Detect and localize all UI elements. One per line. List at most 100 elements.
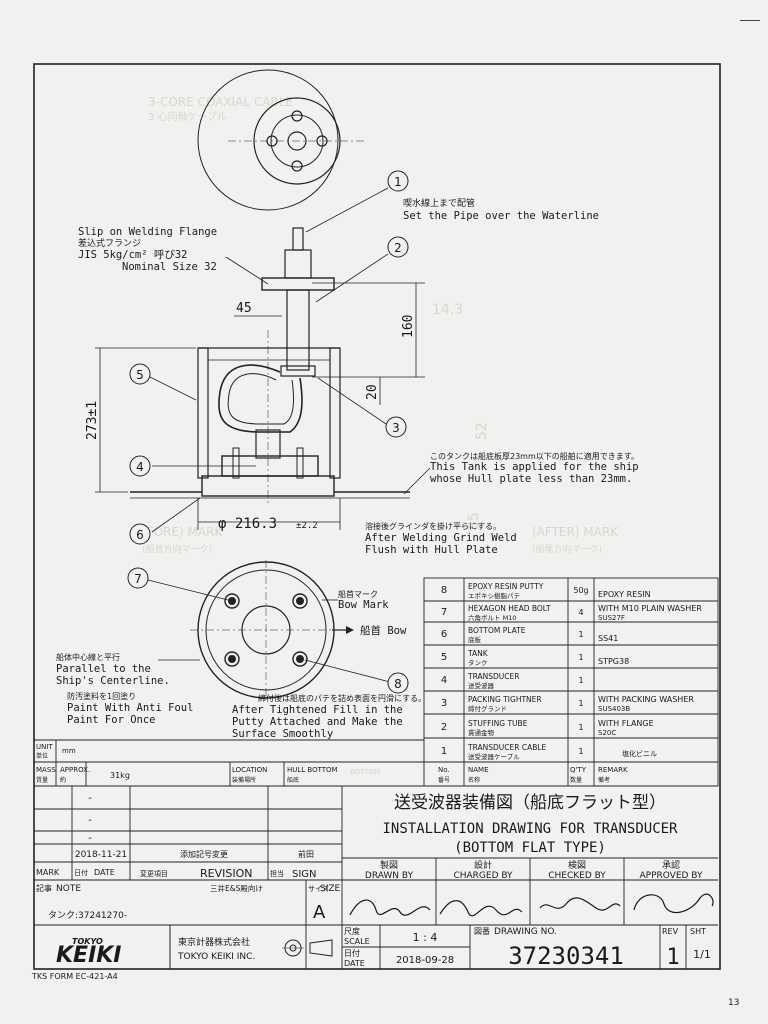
size-label-jp: サイズ <box>308 884 329 893</box>
parts-row-name-jp: 送受波器ケーブル <box>468 752 520 761</box>
dim-20: 20 <box>365 384 380 400</box>
parts-header-remark-jp: 備考 <box>598 776 610 784</box>
unit-mass-location-table: UNIT 単位 mm MASS 質量 APPROX. 約 31kg LOCATI… <box>34 739 718 787</box>
parts-row-name-jp: 貫通金物 <box>468 728 495 737</box>
rev-header-sign: SIGN <box>292 869 317 880</box>
revision-item: 添加記号変更 <box>180 849 228 859</box>
approval-approved-jp: 承認 <box>662 859 680 871</box>
note-label-jp: 記事 <box>36 883 52 893</box>
parts-row-name: TANK <box>467 649 489 658</box>
balloon-7-label: 7 <box>134 572 142 586</box>
unit-label-jp: 単位 <box>36 752 48 760</box>
revision-sign: 前田 <box>298 849 314 859</box>
note-flange-jis: JIS 5kg/cm² 呼び32 <box>78 249 188 261</box>
flange-top-view <box>197 69 366 211</box>
parts-row-name-jp: 送受波器 <box>468 681 495 690</box>
note-putty-en-3: Surface Smoothly <box>232 728 333 740</box>
rev-label: REV <box>662 927 679 936</box>
ghost-dim-52: 52 <box>474 422 490 440</box>
note-tank-jp: このタンクは船底板厚23mm以下の船舶に適用できます。 <box>430 451 639 461</box>
note-bow-arrow: 船首 Bow <box>360 624 407 637</box>
parts-row: 4 TRANSDUCER 送受波器 1 <box>441 672 584 690</box>
dimension-lines <box>95 282 425 530</box>
parts-row-name: BOTTOM PLATE <box>468 626 526 635</box>
parts-row-no: 1 <box>441 746 447 757</box>
parts-row-no: 6 <box>441 629 447 640</box>
parts-row-remark: SS41 <box>598 634 618 643</box>
balloon-6-label: 6 <box>136 528 144 542</box>
rev-header-date-jp: 日付 <box>74 868 88 877</box>
parts-row-no: 7 <box>441 607 447 618</box>
note-label: NOTE <box>56 884 81 894</box>
dim-216-3: φ 216.3 <box>218 516 277 532</box>
parts-row-name-jp: 六角ボルト M10 <box>468 613 516 622</box>
parts-row: 8 EPOXY RESIN PUTTY エポキシ樹脂パテ 50g EPOXY R… <box>441 582 651 600</box>
balloon-3: 3 <box>385 416 407 438</box>
balloon-5: 5 <box>129 363 151 385</box>
parts-list-table: 8 EPOXY RESIN PUTTY エポキシ樹脂パテ 50g EPOXY R… <box>423 577 719 787</box>
parts-row-no: 4 <box>441 675 447 686</box>
parts-row: 5 TANK タンク 1 STPG38 <box>441 649 629 667</box>
note-flange-nominal: Nominal Size 32 <box>122 261 217 273</box>
parts-row-remark-2: SUS27F <box>598 614 625 622</box>
date-value: 2018-09-28 <box>396 955 454 966</box>
location-label: LOCATION <box>232 766 267 774</box>
revision-date: 2018-11-21 <box>75 850 127 860</box>
parts-row-remark: EPOXY RESIN <box>598 590 651 599</box>
ghost-fore-mark: (FORE) MARK <box>142 525 223 539</box>
size-label: SIZE <box>320 884 341 894</box>
parts-row-qty: 50g <box>573 586 588 595</box>
signature-checked <box>539 897 621 911</box>
company-name-jp: 東京計器株式会社 <box>178 936 250 948</box>
rev-value: 1 <box>666 945 679 970</box>
note-weld-en-1: After Welding Grind Weld <box>365 532 517 544</box>
leader-lines <box>147 187 431 683</box>
location-label-jp: 装備場所 <box>232 776 256 784</box>
rev-header-mark: MARK <box>36 868 60 877</box>
balloon-2: 2 <box>387 236 409 258</box>
dim-273: 273±1 <box>85 401 100 440</box>
date-label: DATE <box>344 959 365 968</box>
approval-checked-jp: 検図 <box>568 859 586 871</box>
note-parallel-en-1: Parallel to the <box>56 663 151 675</box>
note-tank-en-1: This Tank is applied for the ship <box>430 461 639 473</box>
parts-row: 1 TRANSDUCER CABLE 送受波器ケーブル 1 塩化ビニル <box>441 743 657 761</box>
parts-row-no: 8 <box>441 585 447 596</box>
unit-label: UNIT <box>36 743 53 751</box>
note-paint-en-2: Paint For Once <box>67 714 156 726</box>
form-code: TKS FORM EC-421-A4 <box>32 972 118 981</box>
ghost-cable-label: 3-CORE COAXIAL CABLE <box>148 95 293 109</box>
page-edge-mark <box>740 20 760 21</box>
unit-value: mm <box>62 747 76 755</box>
date-label-jp: 日付 <box>344 948 360 958</box>
drawing-label-jp: 図番 <box>474 926 490 936</box>
note-putty-en-1: After Tightened Fill in the <box>232 704 403 716</box>
note-tank-ref: タンク:37241270- <box>48 910 127 921</box>
mass-value: 31kg <box>110 771 130 780</box>
balloon-8: 8 <box>387 672 409 694</box>
ghost-after-mark: (AFTER) MARK <box>532 525 619 539</box>
approval-checked-en: CHECKED BY <box>548 871 606 881</box>
parts-row-remark: WITH PACKING WASHER <box>598 695 694 704</box>
ghost-dim-85: 85 <box>466 512 482 530</box>
revision-date: - <box>88 815 92 826</box>
balloon-2-label: 2 <box>394 241 402 255</box>
sheet-value: 1/1 <box>693 948 711 961</box>
ghost-location-value: BOTTOM <box>350 768 380 776</box>
note-bow-mark-en: Bow Mark <box>338 599 389 611</box>
approval-charged-en: CHARGED BY <box>453 871 513 881</box>
parts-row-remark-2: S20C <box>598 729 616 737</box>
balloon-1: 1 <box>387 170 409 192</box>
parts-row-remark: STPG38 <box>598 657 629 666</box>
revision-date: - <box>88 793 92 804</box>
ghost-dim-14: 14.3 <box>432 302 463 318</box>
parts-row-qty: 1 <box>578 723 583 732</box>
parts-row-qty: 1 <box>578 747 583 756</box>
parts-row-remark: WITH M10 PLAIN WASHER <box>598 604 702 613</box>
approval-drawn-en: DRAWN BY <box>365 871 414 881</box>
note-paint-en-1: Paint With Anti Foul <box>67 702 193 714</box>
projection-symbol <box>282 939 333 957</box>
page-number: 13 <box>728 998 740 1008</box>
parts-row-name-jp: 締付グランド <box>468 704 507 713</box>
location-value-jp: 船底 <box>287 776 299 784</box>
